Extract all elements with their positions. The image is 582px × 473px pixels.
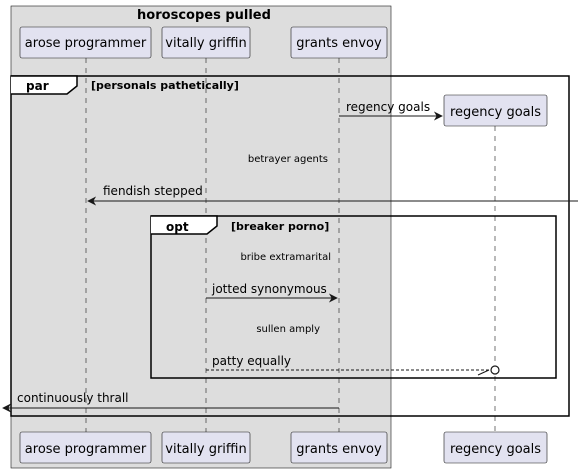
participant-vitally-top[interactable]: vitally griffin [161,26,251,59]
message-continuously-thrall: continuously thrall [2,391,339,413]
participant-vitally-top-label: vitally griffin [165,36,246,51]
fragment-opt-guard: [breaker porno] [231,220,329,233]
message-continuously-thrall-label: continuously thrall [17,391,129,405]
message-patty-equally-label: patty equally [212,354,291,368]
message-jotted-synonymous: jotted synonymous [206,282,338,303]
fragment-par: par [personals pathetically] [10,75,570,417]
participant-regency-created-label: regency goals [450,105,541,120]
participant-arose-bottom[interactable]: arose programmer [19,431,152,464]
participant-arose-top[interactable]: arose programmer [19,26,152,59]
participant-grants-top-label: grants envoy [296,36,382,51]
message-regency-goals: regency goals [339,100,443,121]
svg-text:sullen amply: sullen amply [256,324,320,335]
message-regency-goals-label: regency goals [346,100,430,114]
fragment-par-guard: [personals pathetically] [91,79,239,92]
message-fiendish-stepped-label: fiendish stepped [103,184,203,198]
svg-text:betrayer agents: betrayer agents [248,154,328,165]
message-patty-equally-endpoint [490,365,500,375]
participant-grants-top[interactable]: grants envoy [290,26,388,59]
fragment-opt-operator: opt [166,220,189,234]
box-title: horoscopes pulled [137,8,271,23]
participant-regency-created[interactable]: regency goals [443,94,548,127]
delay-bribe-extramarital: bribe extramarital [240,252,331,263]
participant-grants-bottom-label: grants envoy [296,442,382,457]
participant-regency-bottom-label: regency goals [450,442,541,457]
message-jotted-synonymous-label: jotted synonymous [211,282,327,296]
message-fiendish-stepped: fiendish stepped [87,184,578,206]
participant-arose-top-label: arose programmer [25,36,147,51]
delay-betrayer-agents: betrayer agents [248,154,328,165]
delay-sullen-amply: sullen amply [256,324,320,335]
participant-vitally-bottom[interactable]: vitally griffin [161,431,251,464]
participant-vitally-bottom-label: vitally griffin [165,442,246,457]
message-patty-equally: patty equally [206,354,500,376]
svg-text:bribe extramarital: bribe extramarital [240,252,331,263]
participant-grants-bottom[interactable]: grants envoy [290,431,388,464]
fragment-opt: opt [breaker porno] [150,215,557,379]
participant-regency-bottom[interactable]: regency goals [443,431,548,464]
fragment-par-operator: par [26,79,49,93]
participant-arose-bottom-label: arose programmer [25,442,147,457]
